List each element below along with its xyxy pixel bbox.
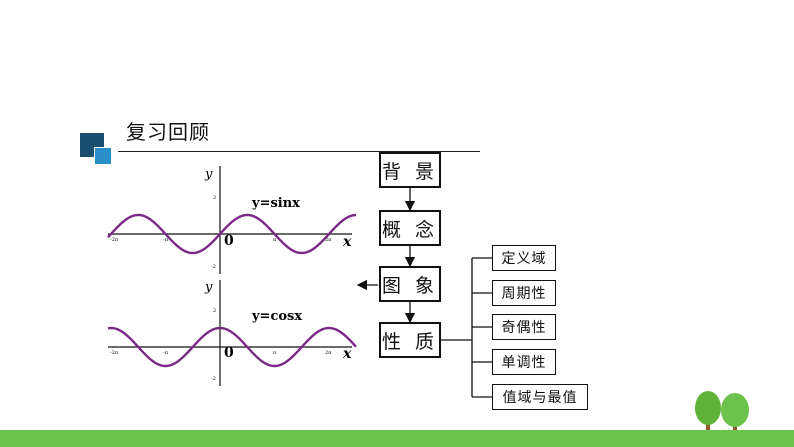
cos-graph: y x 0 y=cosx -2π -π π 2π 2 -2 (107, 280, 357, 386)
sin-tick-pi: π (273, 237, 277, 243)
property-domain: 定义域 (492, 245, 556, 271)
cos-origin-label: 0 (224, 345, 234, 361)
flow-box-property: 性 质 (379, 322, 441, 358)
cos-x-label: x (342, 346, 352, 362)
sin-graph: y x 0 y=sinx -2π -π π 2π 2 -2 (107, 166, 357, 274)
sin-x-label: x (342, 234, 352, 250)
cos-tick-pi: π (273, 350, 277, 356)
sin-tick-2pi: 2π (325, 237, 332, 243)
cos-y-label: y (204, 280, 213, 295)
section-title: 复习回顾 (126, 120, 210, 144)
sin-tick-negpi: -π (163, 237, 169, 243)
property-range-extrema: 值域与最值 (492, 384, 588, 410)
cos-tick-2pi: 2π (325, 350, 332, 356)
sin-tick-y2: 2 (213, 195, 216, 201)
sin-origin-label: 0 (224, 233, 234, 249)
title-decoration-light-square (94, 147, 112, 165)
sin-function-label: y=sinx (251, 196, 300, 211)
flow-box-image: 图 象 (379, 266, 441, 302)
cos-curve (107, 326, 357, 368)
sin-y-label: y (204, 167, 213, 182)
cos-tick-neg2pi: -2π (110, 350, 119, 356)
cos-tick-y2: 2 (213, 308, 216, 314)
sin-tick-yneg2: -2 (211, 264, 216, 270)
flow-box-background: 背 景 (379, 152, 441, 188)
title-underline (118, 151, 480, 152)
flow-box-concept: 概 念 (379, 210, 441, 246)
flow-connectors (356, 188, 492, 398)
cos-tick-negpi: -π (163, 350, 169, 356)
property-parity: 奇偶性 (492, 314, 556, 340)
sin-tick-neg2pi: -2π (110, 237, 119, 243)
grass-strip (0, 430, 794, 447)
cos-function-label: y=cosx (251, 309, 302, 324)
property-monotonicity: 单调性 (492, 349, 556, 375)
cos-tick-yneg2: -2 (211, 376, 216, 382)
property-periodicity: 周期性 (492, 280, 556, 306)
tree-decoration (695, 391, 749, 432)
sin-curve (107, 213, 357, 255)
